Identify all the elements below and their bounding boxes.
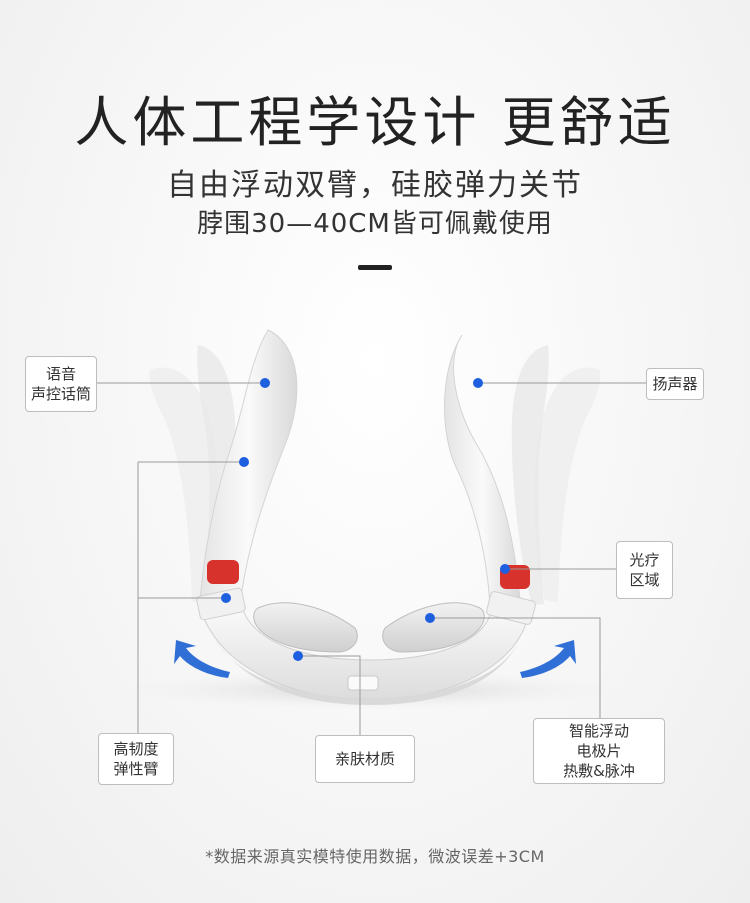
label-light-therapy: 光疗 区域 [616, 541, 673, 599]
label-electrode-line2: 电极片 [576, 742, 622, 760]
ghost-right-arm-1 [534, 367, 601, 602]
electrode-marker [425, 613, 435, 623]
left-light-pad [207, 560, 239, 584]
label-electrode-line1: 智能浮动 [568, 722, 629, 740]
label-arm-line1: 高韧度 [113, 740, 159, 758]
power-button [347, 675, 379, 691]
arm-marker [239, 457, 249, 467]
speaker-marker [473, 378, 483, 388]
left-rotate-arrow-icon [174, 640, 230, 678]
right-rotate-arrow-icon [520, 640, 576, 678]
page-title: 人体工程学设计 更舒适 [74, 91, 676, 154]
electrode-leader [430, 617, 601, 718]
right-electrode-pad [382, 602, 485, 653]
label-mic-line2: 声控话筒 [30, 385, 91, 403]
mic-marker [260, 378, 270, 388]
joint-marker [221, 593, 231, 603]
label-electrode-line3: 热敷&脉冲 [563, 762, 635, 780]
label-speaker-text: 扬声器 [652, 375, 698, 393]
label-light-line1: 光疗 [629, 551, 660, 569]
right-joint [486, 591, 536, 625]
label-speaker: 扬声器 [646, 368, 704, 400]
label-mic-line1: 语音 [45, 365, 76, 383]
ghost-left-arm-1 [149, 367, 218, 602]
left-electrode-pad [253, 602, 358, 653]
label-light-line2: 区域 [629, 571, 660, 589]
ghost-right-arm-2 [511, 345, 549, 605]
light-marker [500, 564, 510, 574]
divider [358, 265, 392, 270]
material-leader [298, 655, 361, 735]
footnote: *数据来源真实模特使用数据，微波误差+3CM [205, 847, 545, 866]
label-mic: 语音 声控话筒 [25, 356, 97, 412]
label-elastic-arm: 高韧度 弹性臂 [98, 733, 174, 785]
label-material-text: 亲肤材质 [334, 750, 395, 768]
label-electrode: 智能浮动 电极片 热敷&脉冲 [533, 718, 665, 784]
material-marker [293, 651, 303, 661]
neck-size-note: 脖围30—40CM皆可佩戴使用 [197, 209, 553, 239]
label-skin-material: 亲肤材质 [315, 735, 415, 783]
left-joint [196, 587, 246, 621]
arm-leader [137, 461, 244, 735]
label-arm-line2: 弹性臂 [113, 760, 159, 778]
subtitle: 自由浮动双臂，硅胶弹力关节 [167, 168, 583, 203]
